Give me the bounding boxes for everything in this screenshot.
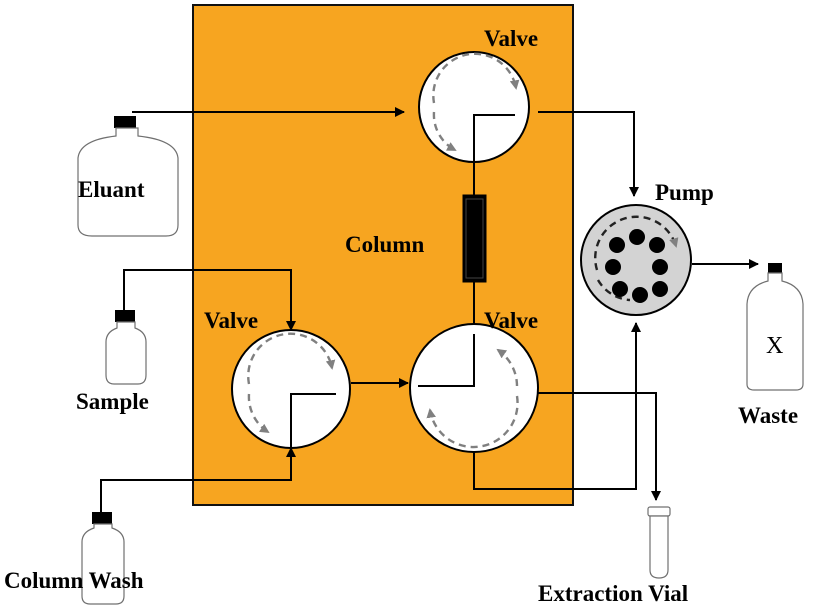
extraction-line: [538, 392, 661, 501]
sample-line: [123, 269, 296, 331]
flow-arrow-icon: [432, 111, 457, 152]
pump: [580, 204, 692, 316]
column-label: Column: [345, 232, 424, 257]
valve-right: [409, 323, 539, 453]
sample-label: Sample: [76, 389, 149, 414]
flow-arrow-icon: [496, 348, 519, 387]
extraction-vial-icon: [647, 506, 671, 579]
flow-arrow-icon: [247, 393, 270, 434]
flow-arrow-icon: [594, 215, 679, 271]
flow-arrow-icon: [432, 52, 520, 104]
column-wash-bottle-icon: [81, 512, 125, 605]
flow-arrow-icon: [596, 279, 631, 302]
column-wash-label: Column Wash: [4, 568, 144, 593]
pump-label: Pump: [655, 180, 714, 205]
column-wash-line: [100, 447, 296, 512]
valve-top-label: Valve: [484, 26, 538, 51]
flow-arrow-icon: [247, 332, 336, 385]
sample-bottle-icon: [105, 310, 147, 385]
eluant-label: Eluant: [78, 177, 145, 202]
column: [462, 194, 487, 283]
waste-label: Waste: [738, 403, 798, 428]
pump-return-line: [473, 322, 641, 490]
waste-mark: X: [766, 333, 783, 359]
waste-bottle-icon: [746, 263, 804, 391]
valve-left-label: Valve: [204, 308, 258, 333]
extraction-vial-label: Extraction Vial: [538, 581, 688, 606]
valve-top: [418, 51, 530, 163]
valve-left: [231, 329, 351, 449]
valve-to-pump-line: [538, 111, 639, 197]
eluant-bottle-icon: [77, 116, 179, 237]
valve-right-label: Valve: [484, 308, 538, 333]
